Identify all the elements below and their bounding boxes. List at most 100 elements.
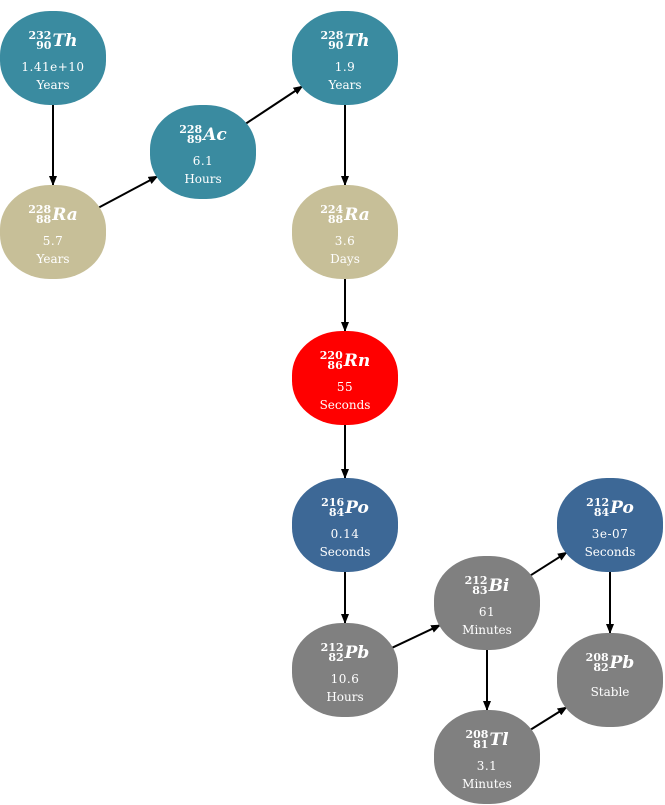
element-symbol: Ra: [52, 205, 78, 225]
mass-number: 212: [320, 641, 344, 654]
atomic-number: 84: [328, 506, 345, 519]
atomic-number: 90: [328, 39, 344, 52]
half-life-unit: Minutes: [462, 777, 512, 791]
mass-number: 228: [28, 203, 52, 216]
atomic-number: 81: [473, 738, 489, 751]
half-life-value: 6.1: [192, 154, 214, 168]
half-life-unit: Years: [328, 78, 362, 92]
half-life-value: 61: [478, 605, 496, 619]
half-life-value: 3.6: [334, 234, 356, 248]
atomic-number: 90: [36, 39, 52, 52]
element-symbol: Ac: [203, 125, 227, 145]
half-life-value: 3e-07: [591, 527, 629, 541]
half-life-value: 1.41e+10: [21, 60, 85, 74]
half-life-value: 55: [336, 380, 354, 394]
half-life-unit: Seconds: [584, 545, 636, 559]
mass-number: 224: [320, 203, 344, 216]
element-symbol: Pb: [344, 643, 370, 663]
atomic-number: 89: [186, 133, 203, 146]
element-symbol: Po: [610, 498, 634, 518]
element-symbol: Ra: [344, 205, 370, 225]
atomic-number: 88: [35, 213, 52, 226]
half-life-unit: Years: [36, 78, 70, 92]
decay-arrow-ac228-to-th228: [244, 85, 304, 125]
atomic-number: 84: [593, 506, 610, 519]
element-symbol: Po: [345, 498, 369, 518]
decay-arrow-bi212-to-po212: [529, 551, 568, 577]
mass-number: 208: [465, 728, 489, 741]
half-life-unit: Seconds: [319, 398, 371, 412]
half-life-value: 10.6: [330, 672, 360, 686]
atomic-number: 83: [472, 584, 488, 597]
half-life-unit: Hours: [326, 690, 364, 704]
half-life-unit: Hours: [184, 172, 222, 186]
mass-number: 212: [464, 574, 488, 587]
mass-number: 228: [179, 123, 203, 136]
half-life-value: 0.14: [330, 527, 360, 541]
mass-number: 212: [586, 496, 610, 509]
decay-arrow-pb212-to-bi212: [391, 624, 442, 649]
atomic-number: 88: [327, 213, 344, 226]
mass-number: 216: [321, 496, 345, 509]
atomic-number: 82: [328, 651, 344, 664]
atomic-number: 82: [593, 661, 609, 674]
half-life-unit: Seconds: [319, 545, 371, 559]
element-symbol: Rn: [343, 351, 371, 371]
half-life-value: 5.7: [42, 234, 64, 248]
atomic-number: 86: [327, 359, 343, 372]
decay-arrow-ra228-to-ac228: [97, 175, 159, 209]
element-symbol: Tl: [489, 730, 509, 750]
half-life-unit: Minutes: [462, 623, 512, 637]
mass-number: 208: [585, 651, 609, 664]
element-symbol: Th: [52, 31, 78, 51]
half-life-value: 1.9: [334, 60, 356, 74]
half-life-unit: Days: [330, 252, 360, 266]
element-symbol: Pb: [609, 653, 635, 673]
decay-arrow-tl208-to-pb208: [529, 706, 568, 731]
mass-number: 220: [319, 349, 343, 362]
mass-number: 232: [28, 29, 52, 42]
element-symbol: Th: [344, 31, 370, 51]
half-life-unit: Stable: [590, 685, 630, 699]
element-symbol: Bi: [488, 576, 510, 596]
half-life-unit: Years: [36, 252, 70, 266]
